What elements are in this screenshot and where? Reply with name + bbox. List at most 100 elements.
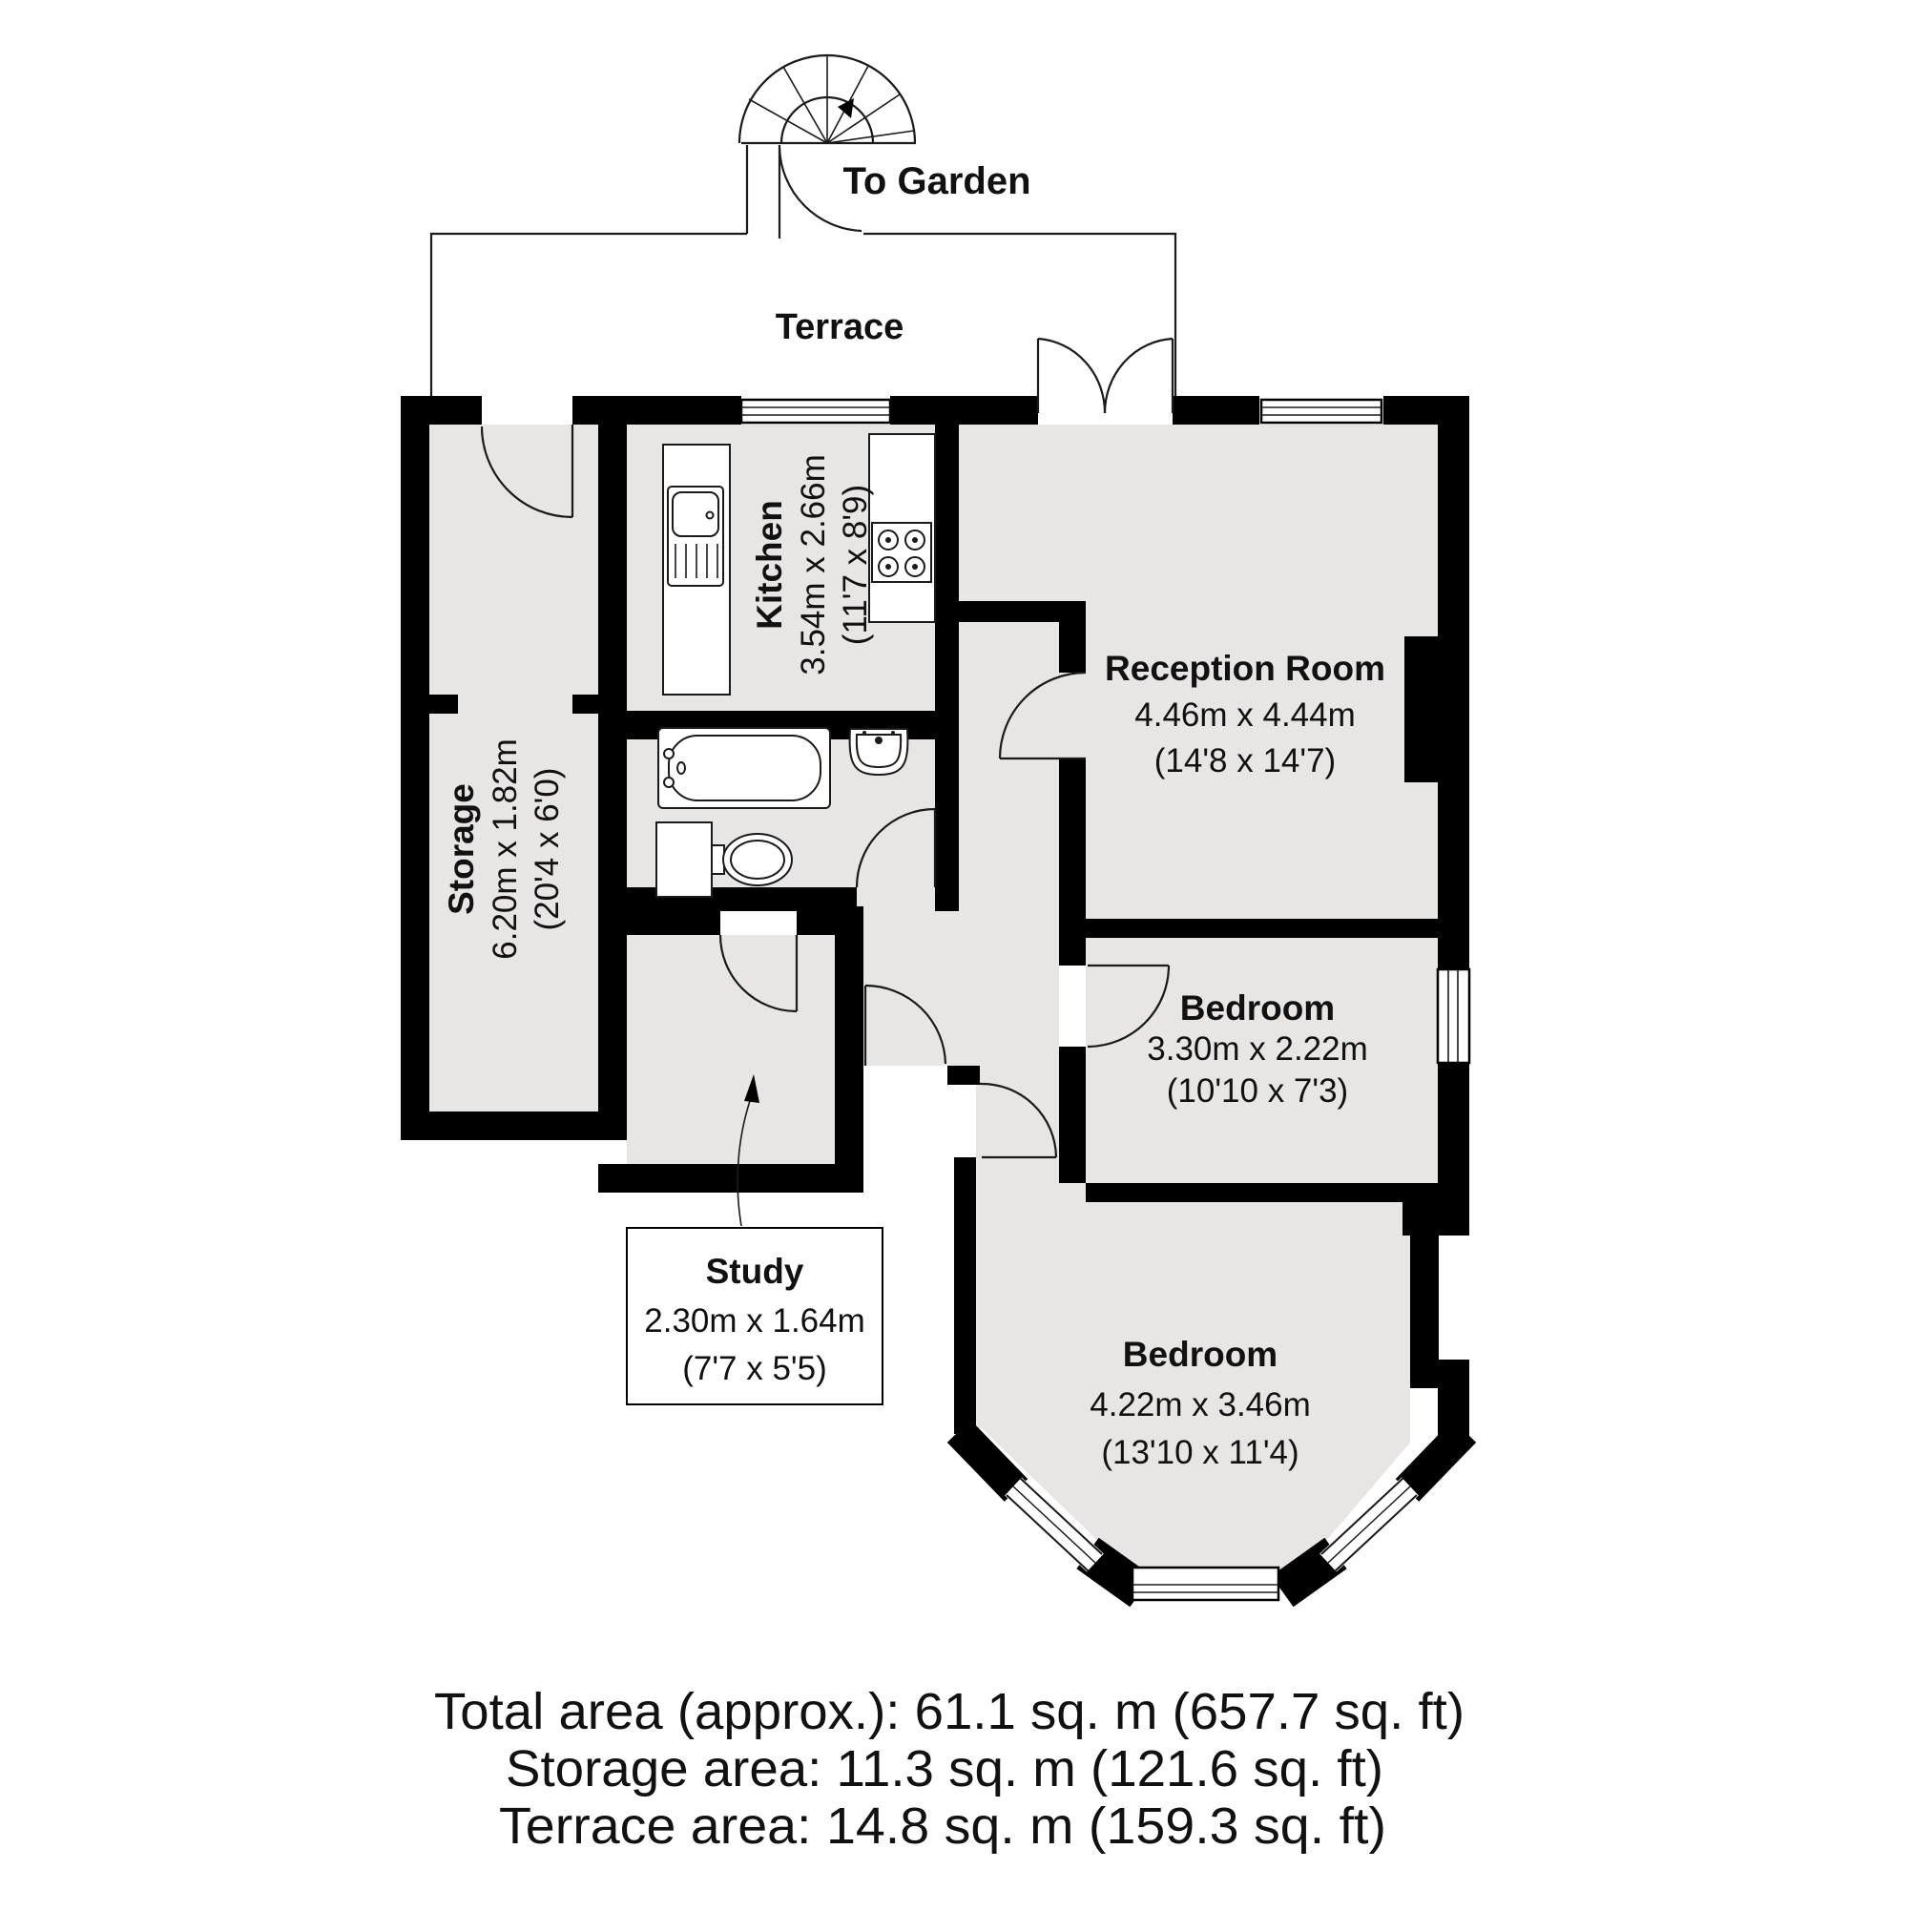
svg-text:Reception Room: Reception Room (1105, 649, 1385, 688)
wall-bedroom-small-bottom (1086, 1183, 1402, 1202)
svg-text:6.20m x 1.82m: 6.20m x 1.82m (487, 738, 524, 960)
wall-reception-left-lower (1059, 758, 1086, 919)
svg-text:(13'10 x 11'4): (13'10 x 11'4) (1101, 1434, 1298, 1471)
svg-text:(11'7 x 8'9): (11'7 x 8'9) (837, 485, 874, 645)
wall-study-top-right (797, 906, 835, 935)
wall-bathroom-door-stub (935, 887, 959, 911)
wall-bay-diag-right-upper (1395, 1420, 1477, 1502)
garden-door-arc (778, 147, 862, 233)
wall-storage-stub-right (572, 695, 598, 714)
terrace-edge-left (429, 232, 747, 396)
wash-basin-icon (848, 728, 909, 777)
wall-storage-stub-left (429, 695, 458, 714)
wall-top-2 (572, 396, 741, 425)
stair-treads (748, 55, 915, 144)
svg-text:(20'4 x 6'0): (20'4 x 6'0) (529, 768, 566, 931)
cupboard-door (863, 984, 947, 1066)
wall-void-stub (947, 1066, 980, 1085)
bay-window-bottom (1131, 1566, 1280, 1602)
study-leader-arrow-icon (744, 1074, 759, 1103)
study-floor (627, 935, 835, 1164)
reception-window (1259, 398, 1383, 425)
svg-text:(7'7 x 5'5): (7'7 x 5'5) (682, 1350, 826, 1387)
svg-text:(10'10 x 7'3): (10'10 x 7'3) (1167, 1072, 1348, 1110)
svg-text:Storage: Storage (442, 783, 481, 915)
doors (480, 337, 1174, 1159)
spiral-staircase (737, 53, 917, 145)
study-label-callout: Study 2.30m x 1.64m (7'7 x 5'5) (626, 1074, 883, 1405)
bedroom-large-bay-floor (976, 1422, 1410, 1574)
fixtures (655, 433, 936, 898)
wall-top-3 (890, 396, 1038, 425)
storage-label: Storage 6.20m x 1.82m (20'4 x 6'0) (442, 738, 566, 960)
reception-label: Reception Room 4.46m x 4.44m (14'8 x 14'… (1105, 649, 1385, 779)
wall-bedroom-small-left-upper (1059, 938, 1086, 966)
bedroom-large-label: Bedroom 4.22m x 3.46m (13'10 x 11'4) (1090, 1335, 1311, 1471)
wall-kitchen-jog (935, 601, 1086, 622)
wall-bedroom-small-left-lower (1059, 1047, 1086, 1183)
svg-text:(14'8 x 14'7): (14'8 x 14'7) (1154, 742, 1336, 779)
toilet-icon (655, 821, 793, 898)
bathtub-icon (657, 727, 831, 809)
wall-corner-block-right (1402, 1183, 1469, 1236)
wall-outer-left (401, 396, 429, 1140)
svg-text:4.46m x 4.44m: 4.46m x 4.44m (1134, 696, 1356, 734)
study-door (718, 934, 799, 1013)
svg-text:Bedroom: Bedroom (1180, 988, 1335, 1028)
wall-top-1 (401, 396, 482, 425)
storage-door (480, 425, 574, 519)
wall-reception-bottom (1059, 919, 1469, 938)
wall-bedroom-large-left (954, 1157, 976, 1434)
svg-text:4.22m x 3.46m: 4.22m x 3.46m (1090, 1386, 1311, 1423)
hob-icon (871, 522, 932, 583)
bay-window-right (1319, 1477, 1419, 1572)
terrace-edge-right (863, 232, 1177, 396)
bedroom-small-door (1087, 964, 1171, 1049)
wall-storage-bottom (401, 1111, 627, 1140)
wall-kitchen-right (935, 425, 959, 622)
to-garden-label: To Garden (842, 160, 1030, 202)
wall-bay-diag-left-upper (946, 1420, 1028, 1502)
kitchen-window (739, 398, 892, 425)
wall-study-right (835, 906, 863, 1193)
bedroom-small-label: Bedroom 3.30m x 2.22m (10'10 x 7'3) (1147, 988, 1368, 1110)
wall-study-bottom (598, 1164, 863, 1193)
kitchen-label: Kitchen 3.54m x 2.66m (11'7 x 8'9) (750, 454, 874, 675)
bedroom-small-window (1436, 967, 1471, 1065)
svg-text:3.30m x 2.22m: 3.30m x 2.22m (1147, 1030, 1368, 1068)
wall-study-top (598, 906, 720, 935)
wall-outer-right (1438, 396, 1469, 1183)
total-area-text: Total area (approx.): 61.1 sq. m (657.7 … (434, 1683, 1465, 1740)
bay-window-left (1005, 1477, 1104, 1572)
wall-reception-left-upper (1059, 622, 1086, 673)
svg-text:Kitchen: Kitchen (750, 500, 789, 630)
stair-direction-arrow-icon (838, 98, 854, 118)
terrace-outline (429, 145, 1177, 396)
svg-text:2.30m x 1.64m: 2.30m x 1.64m (644, 1302, 865, 1340)
kitchen-sink-icon (667, 486, 724, 587)
terrace-area-text: Terrace area: 14.8 sq. m (159.3 sq. ft) (499, 1797, 1386, 1855)
wall-bedroom-large-right (1410, 1236, 1439, 1360)
hallway-floor-upper (959, 622, 1059, 989)
windows (739, 398, 1471, 1602)
bedroom-large-door (979, 1082, 1058, 1159)
area-summary: Total area (approx.): 61.1 sq. m (657.7 … (434, 1683, 1465, 1855)
svg-text:Bedroom: Bedroom (1123, 1335, 1278, 1374)
wall-top-4 (1173, 396, 1259, 425)
storage-floor (429, 425, 598, 1111)
study-leader-line (737, 1094, 753, 1227)
french-doors (1036, 337, 1174, 414)
bathroom-door (855, 807, 937, 888)
storage-area-text: Storage area: 11.3 sq. m (121.6 sq. ft) (506, 1740, 1383, 1797)
terrace-label: Terrace (776, 307, 904, 347)
svg-text:3.54m x 2.66m: 3.54m x 2.66m (795, 454, 832, 675)
bedroom-large-floor (976, 1085, 1410, 1428)
wall-reception-recess-stub (1404, 636, 1438, 782)
svg-text:Study: Study (706, 1252, 804, 1291)
reception-door (998, 671, 1087, 760)
room-labels: Terrace To Garden Storage 6.20m x 1.82m … (442, 160, 1385, 1471)
study-label-box (626, 1227, 883, 1405)
wall-bathroom-right (935, 622, 959, 887)
